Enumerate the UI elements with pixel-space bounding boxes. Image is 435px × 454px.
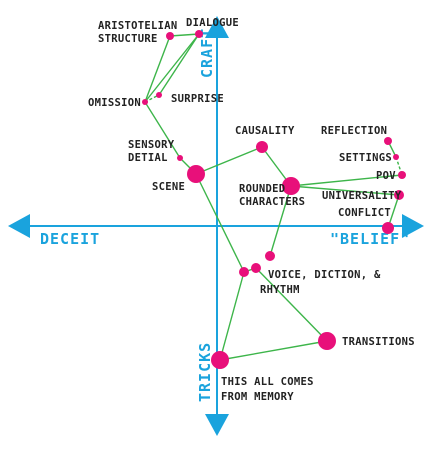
node-voice-c — [239, 267, 249, 277]
edge-scene-voice — [195, 173, 245, 273]
edge-rounded-pov — [290, 174, 403, 187]
edge-dialogue-omission — [144, 33, 200, 103]
label-scene: SCENE — [152, 181, 185, 193]
edge-rounded-universality — [290, 185, 400, 196]
node-voice-a — [265, 251, 275, 261]
node-rounded-characters — [282, 177, 300, 195]
axes: DECEIT "BELIEF" CRAFT TRICKS — [8, 16, 424, 436]
node-conflict — [382, 222, 394, 234]
label-surprise: SURPRISE — [171, 93, 224, 105]
axis-label-deceit: DECEIT — [40, 230, 100, 248]
node-this-all-comes-from-memory — [211, 351, 229, 369]
label-reflection: REFLECTION — [321, 125, 387, 137]
label-rounded-characters: ROUNDED CHARACTERS — [239, 183, 305, 208]
label-conflict: CONFLICT — [338, 207, 391, 219]
label-voice-diction-rhythm: VOICE, DICTION, & RHYTHM — [260, 269, 387, 296]
label-omission: OMISSION — [88, 97, 141, 109]
edge-transitions-memory — [219, 340, 328, 361]
label-this-all-comes-from-memory: THIS ALL COMES FROM MEMORY — [221, 376, 320, 403]
node-settings — [393, 154, 399, 160]
node-transitions — [318, 332, 336, 350]
edge-aristotelian-omission — [144, 35, 171, 103]
edge-scene-causality — [195, 146, 263, 175]
labels: ARISTOTELIAN STRUCTURE DIALOGUE OMISSION… — [88, 17, 415, 403]
label-universality: UNIVERSALITY — [322, 190, 402, 202]
label-causality: CAUSALITY — [235, 125, 295, 137]
edge-voice-transitions — [255, 267, 328, 342]
node-pov — [398, 171, 406, 179]
node-surprise — [156, 92, 162, 98]
axis-label-tricks: TRICKS — [196, 342, 214, 402]
edge-rounded-voice — [269, 185, 292, 257]
node-dialogue — [195, 30, 203, 38]
node-reflection — [384, 137, 392, 145]
edge-aristotelian-dialogue — [169, 33, 200, 37]
label-dialogue: DIALOGUE — [186, 17, 239, 29]
node-voice-b — [251, 263, 261, 273]
edge-omission-sensory — [144, 101, 181, 159]
node-sensory-detail — [177, 155, 183, 161]
node-universality — [394, 190, 404, 200]
axis-label-belief: "BELIEF" — [330, 230, 410, 248]
nodes — [142, 30, 406, 369]
label-sensory-detail: SENSORY DETIAL — [128, 139, 181, 164]
edge-voice-memory — [219, 271, 245, 361]
node-scene — [187, 165, 205, 183]
axis-arrow-up-icon — [205, 16, 229, 38]
axis-arrow-right-icon — [402, 214, 424, 238]
axis-label-craft: CRAFT — [198, 28, 216, 78]
axis-arrow-down-icon — [205, 414, 229, 436]
label-transitions: TRANSITIONS — [342, 336, 415, 348]
label-settings: SETTINGS — [339, 152, 392, 164]
node-aristotelian-structure — [166, 32, 174, 40]
axis-arrow-left-icon — [8, 214, 30, 238]
label-aristotelian-structure: ARISTOTELIAN STRUCTURE — [98, 20, 184, 45]
node-omission — [142, 99, 148, 105]
node-causality — [256, 141, 268, 153]
label-pov: POV — [376, 170, 396, 182]
edge-dialogue-surprise — [158, 33, 200, 96]
